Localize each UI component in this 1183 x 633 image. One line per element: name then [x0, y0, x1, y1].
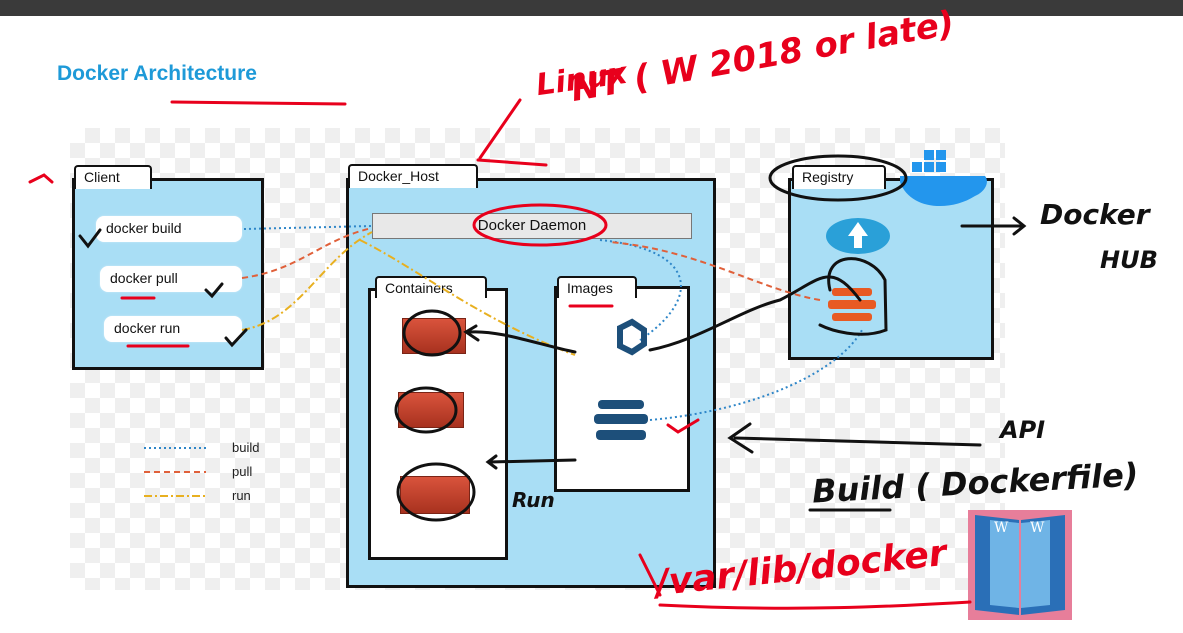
- run-flow-line: [241, 231, 373, 331]
- build-flow-line: [243, 225, 373, 230]
- daemon-to-image-build: [599, 239, 682, 341]
- legend-pull-label: pull: [232, 464, 253, 479]
- docker-daemon: Docker Daemon: [372, 213, 692, 239]
- slide-title: Docker Architecture: [57, 62, 257, 85]
- image-icon-hexagon: [617, 318, 647, 356]
- black-ink-annotations: [78, 154, 1027, 522]
- cloud-upload-icon: [826, 218, 890, 254]
- image-push-line: [649, 329, 863, 421]
- handwritten-api: API: [1000, 416, 1046, 444]
- container-icon: [400, 476, 470, 514]
- containers-tab: Containers: [375, 276, 487, 298]
- docker-host-tab: Docker_Host: [348, 164, 478, 188]
- daemon-to-container-run: [359, 239, 576, 356]
- image-icon-stack: [594, 400, 648, 440]
- svg-text:W: W: [994, 520, 1009, 536]
- docker-whale-icon: [900, 150, 987, 207]
- svg-text:W: W: [1030, 520, 1045, 536]
- registry-image-stack-icon: [828, 288, 876, 321]
- handwritten-hub: HUB: [1100, 246, 1158, 274]
- legend-build-label: build: [232, 440, 260, 455]
- docker-build-command: docker build: [96, 216, 242, 242]
- handwritten-docker: Docker: [1040, 198, 1150, 231]
- client-tab: Client: [74, 165, 152, 189]
- top-bar: [0, 0, 1183, 16]
- registry-tab: Registry: [792, 165, 886, 189]
- red-ink-annotations: [28, 98, 972, 610]
- docker-run-command: docker run: [104, 316, 242, 342]
- handwritten-run: Run: [512, 488, 555, 512]
- images-tab: Images: [557, 276, 637, 298]
- legend-run-label: run: [232, 488, 251, 503]
- registry-panel: [788, 178, 994, 360]
- registry-pull-line: [609, 241, 821, 301]
- images-panel: [554, 286, 690, 492]
- pull-flow-line: [241, 227, 373, 279]
- book-logo: W W: [968, 510, 1072, 620]
